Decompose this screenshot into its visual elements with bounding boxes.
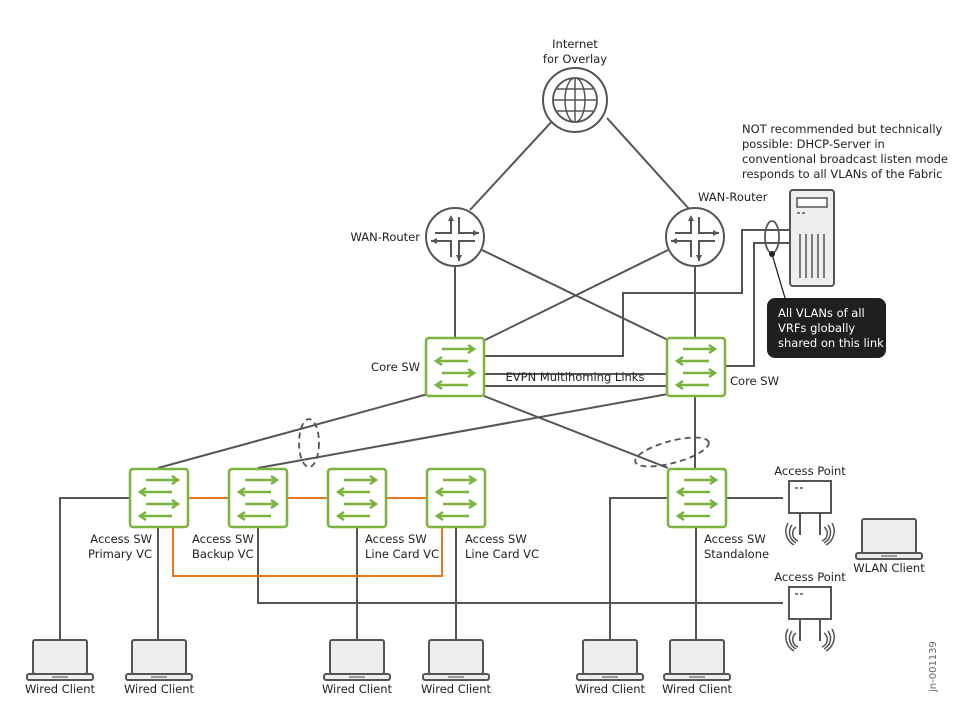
wlan-client-label: WLAN Client: [853, 561, 925, 575]
access-switch-standalone[interactable]: [666, 467, 728, 529]
laptop-icon: [663, 639, 731, 681]
evpn-link-label: EVPN Multihoming Links: [506, 370, 645, 384]
access-switch-label: Line Card VC: [465, 547, 539, 561]
access-switch-label: Access SW: [90, 532, 152, 546]
wan-router-2[interactable]: [665, 207, 725, 267]
wired-client[interactable]: [26, 639, 94, 681]
access-switch-line-card-vc[interactable]: [425, 467, 487, 529]
access-point-icon: [784, 586, 836, 652]
internet-label: for Overlay: [543, 52, 607, 66]
access-switch-label: Line Card VC: [365, 547, 439, 561]
core-switch-1[interactable]: [424, 336, 486, 398]
laptop-icon: [26, 639, 94, 681]
laptop-icon: [125, 639, 193, 681]
vc-ring-link: [172, 527, 443, 577]
link-core2-dhcp: [724, 242, 790, 367]
callout-line: All VLANs of all: [778, 306, 865, 320]
link-core1-access1: [157, 393, 429, 469]
wan-router-label: WAN-Router: [351, 230, 421, 244]
wlan-client[interactable]: [855, 518, 923, 560]
wired-client[interactable]: [422, 639, 490, 681]
link-access1-client1: [59, 497, 130, 640]
internet-node[interactable]: [542, 67, 608, 133]
wired-client[interactable]: [323, 639, 391, 681]
access-switch-backup-vc[interactable]: [227, 467, 289, 529]
wired-client-label: Wired Client: [662, 682, 733, 696]
access-switch-line-card-vc[interactable]: [326, 467, 388, 529]
note-line: possible: DHCP-Server in: [742, 137, 885, 151]
router-icon: [665, 207, 725, 267]
access-switch-label: Access SW: [704, 532, 766, 546]
dhcp-note: NOT recommended but technically possible…: [742, 122, 948, 181]
access-switch-label: Standalone: [704, 547, 769, 561]
vc-links: [172, 497, 443, 577]
lag-ellipse: [634, 436, 710, 468]
laptop-icon: [576, 639, 644, 681]
access-point-1[interactable]: [784, 480, 836, 546]
access-point-2[interactable]: [784, 586, 836, 652]
laptop-icon: [422, 639, 490, 681]
dhcp-server[interactable]: [789, 189, 835, 287]
link-core1-dhcp: [484, 229, 790, 357]
internet-label: Internet: [552, 37, 598, 51]
wired-client[interactable]: [663, 639, 731, 681]
switch-icon: [425, 467, 487, 529]
link-internet-router1: [469, 117, 556, 211]
note-line: conventional broadcast listen mode: [742, 152, 948, 166]
switch-icon: [128, 467, 190, 529]
wired-client-label: Wired Client: [25, 682, 96, 696]
access-point-icon: [784, 480, 836, 546]
switch-icon: [227, 467, 289, 529]
link-core2-access2: [257, 393, 669, 469]
link-router2-core1: [484, 249, 669, 341]
access-switch-label: Primary VC: [88, 547, 152, 561]
access-switch-label: Access SW: [192, 532, 254, 546]
wired-client[interactable]: [576, 639, 644, 681]
access-switch-label: Access SW: [465, 532, 527, 546]
note-line: responds to all VLANs of the Fabric: [742, 167, 942, 181]
shared-link-ellipse: [764, 220, 780, 254]
lag-ellipse: [298, 418, 320, 468]
link-internet-router2: [606, 117, 691, 211]
wired-client[interactable]: [125, 639, 193, 681]
switch-icon: [666, 467, 728, 529]
access-point-label: Access Point: [774, 570, 846, 584]
link-access2-ap2: [257, 527, 783, 604]
wired-client-label: Wired Client: [575, 682, 646, 696]
core-switch-2[interactable]: [665, 336, 727, 398]
core-switch-label: Core SW: [730, 374, 779, 388]
figure-id: jn-001139: [928, 641, 939, 693]
access-switch-label: Backup VC: [192, 547, 254, 561]
wan-router-1[interactable]: [425, 207, 485, 267]
access-switch-primary-vc[interactable]: [128, 467, 190, 529]
note-line: NOT recommended but technically: [742, 122, 943, 136]
core-switch-label: Core SW: [371, 360, 420, 374]
router-icon: [425, 207, 485, 267]
access-point-label: Access Point: [774, 464, 846, 478]
link-core1-access5: [483, 395, 669, 469]
wired-client-label: Wired Client: [421, 682, 492, 696]
wired-client-label: Wired Client: [124, 682, 195, 696]
switch-icon: [665, 336, 727, 398]
shared-link-callout: All VLANs of all VRFs globally shared on…: [767, 298, 886, 358]
callout-line: VRFs globally: [778, 321, 855, 335]
callout-line: shared on this link: [778, 336, 884, 350]
switch-icon: [424, 336, 486, 398]
wan-router-label: WAN-Router: [698, 190, 768, 204]
laptop-icon: [855, 518, 923, 560]
access-switch-label: Access SW: [365, 532, 427, 546]
switch-icon: [326, 467, 388, 529]
laptop-icon: [323, 639, 391, 681]
wired-client-label: Wired Client: [322, 682, 393, 696]
link-access5-client5: [609, 497, 668, 640]
